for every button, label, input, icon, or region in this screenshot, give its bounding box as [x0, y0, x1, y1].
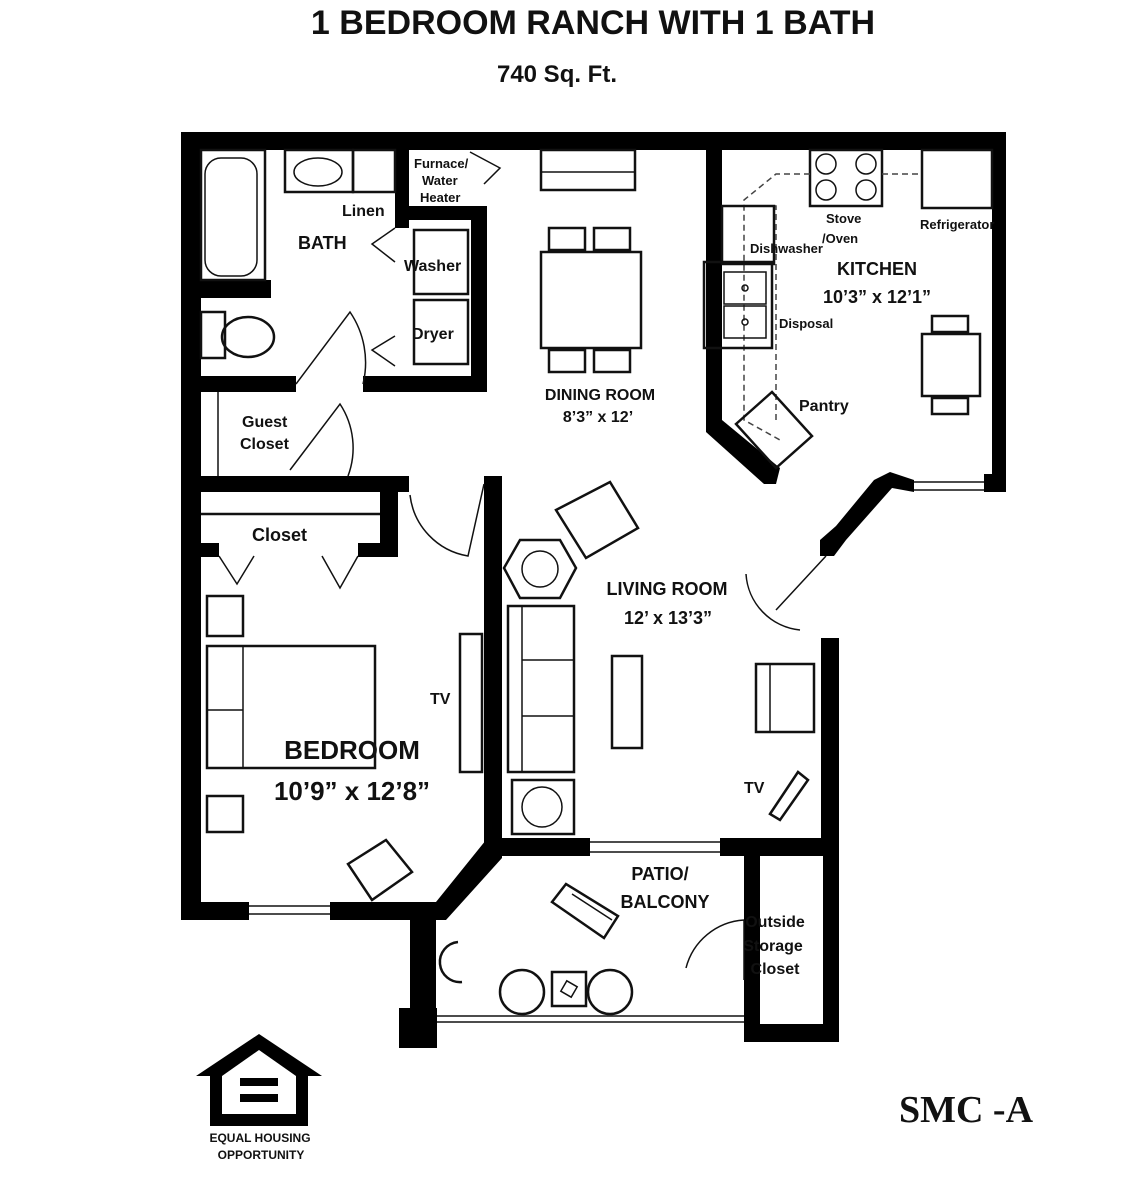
label-tv-living: TV — [744, 780, 765, 797]
label-dryer: Dryer — [412, 326, 454, 343]
label-linen: Linen — [342, 203, 385, 220]
label-living-dim: 12’ x 13’3” — [624, 608, 712, 628]
bath-fixtures — [199, 148, 397, 360]
label-dishwasher: Dishwasher — [750, 241, 823, 256]
eho-line-1: EQUAL HOUSING — [209, 1131, 310, 1145]
walls — [181, 132, 1006, 1048]
eho-line-2: OPPORTUNITY — [218, 1148, 305, 1162]
label-dining-name: DINING ROOM — [545, 387, 655, 404]
label-furnace-2: Water — [422, 173, 458, 188]
label-closet: Closet — [252, 525, 307, 545]
label-storage-2: Storage — [743, 938, 803, 955]
windows — [217, 392, 984, 1023]
equal-housing-logo: EQUAL HOUSING OPPORTUNITY — [196, 1034, 322, 1162]
label-refrigerator: Refrigerator — [920, 217, 994, 232]
label-bedroom-dim: 10’9” x 12’8” — [274, 776, 430, 806]
bedroom-furniture — [201, 512, 484, 902]
label-patio-1: PATIO/ — [631, 864, 688, 884]
label-dining-dim: 8’3” x 12’ — [563, 409, 633, 426]
room-labels: BATH Linen Furnace/ Water Heater Washer … — [240, 156, 994, 978]
plan-title: 1 BEDROOM RANCH WITH 1 BATH — [311, 4, 875, 42]
label-kitchen-dim: 10’3” x 12’1” — [823, 287, 931, 307]
label-kitchen-name: KITCHEN — [837, 259, 917, 279]
label-storage-3: Closet — [751, 961, 801, 978]
label-washer: Washer — [404, 258, 461, 275]
plan-area: 740 Sq. Ft. — [497, 61, 617, 88]
label-pantry: Pantry — [799, 398, 849, 415]
patio-furniture — [438, 882, 634, 1016]
label-disposal: Disposal — [779, 316, 833, 331]
dining-furniture — [539, 148, 643, 374]
label-storage-1: Outside — [745, 914, 805, 931]
label-guest-closet-2: Closet — [240, 436, 290, 453]
label-living-name: LIVING ROOM — [607, 579, 728, 599]
label-stove-1: Stove — [826, 211, 861, 226]
door-swings — [218, 151, 827, 980]
label-stove-2: /Oven — [822, 231, 858, 246]
kitchen-fixtures — [702, 148, 994, 470]
label-bath: BATH — [298, 233, 347, 253]
plan-code: SMC -A — [899, 1089, 1034, 1131]
label-guest-closet-1: Guest — [242, 414, 288, 431]
living-furniture — [502, 480, 816, 836]
label-furnace-1: Furnace/ — [414, 156, 469, 171]
label-furnace-3: Heater — [420, 190, 460, 205]
laundry-fixtures — [412, 228, 470, 366]
label-tv-bedroom: TV — [430, 691, 451, 708]
label-bedroom-name: BEDROOM — [284, 735, 420, 765]
label-patio-2: BALCONY — [621, 892, 710, 912]
